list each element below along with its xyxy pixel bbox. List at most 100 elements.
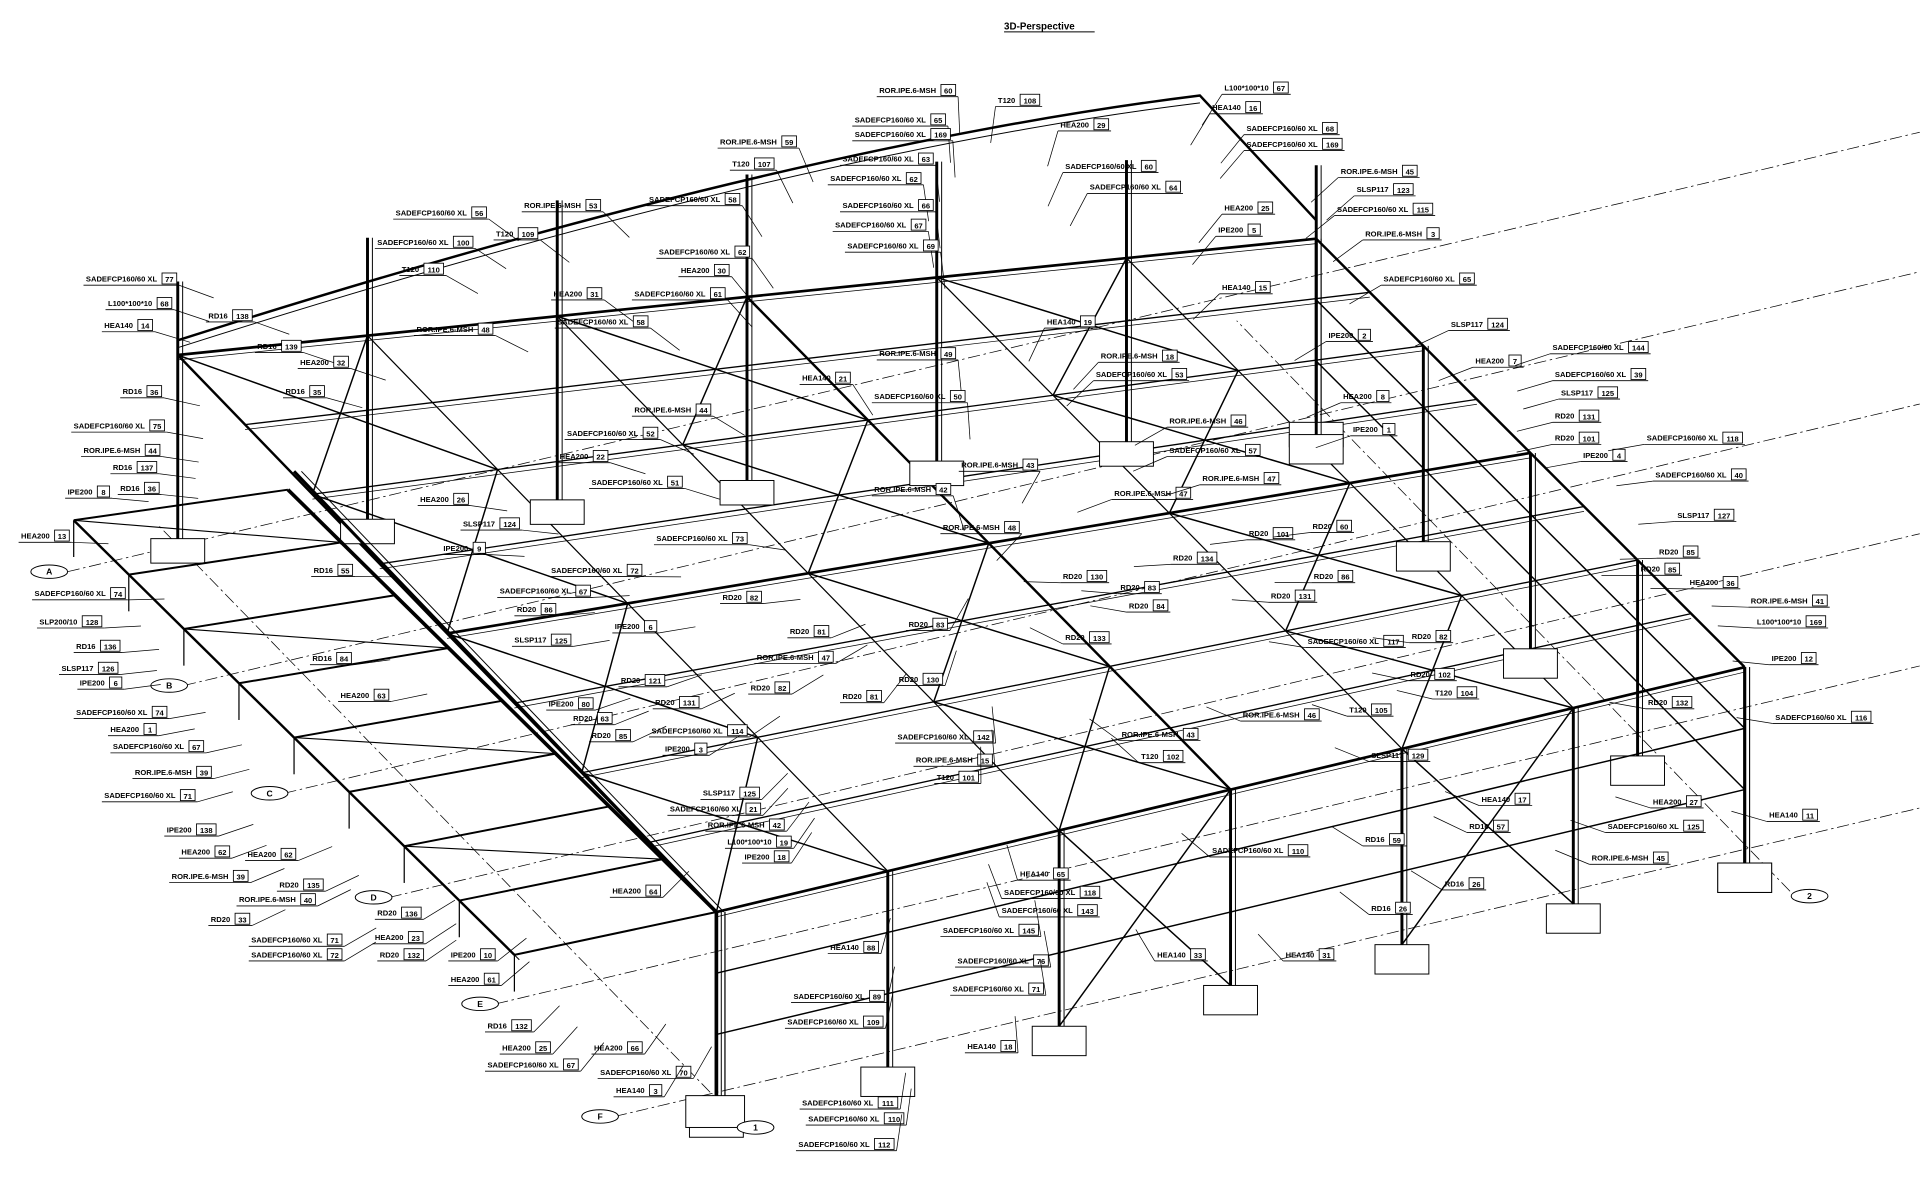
member-number: 124: [503, 520, 516, 529]
member-number-box: [81, 615, 103, 628]
member-number: 101: [1583, 434, 1596, 443]
leader-line: [899, 1072, 907, 1110]
leader-line: [1349, 284, 1382, 305]
leader-line: [991, 706, 997, 744]
member-number-box: [776, 835, 792, 848]
member-number-box: [1389, 833, 1405, 846]
member-number: 67: [192, 743, 200, 752]
member-profile-text: HEA140: [1222, 283, 1251, 292]
lean-to-brace: [404, 845, 663, 860]
leader-line: [885, 992, 894, 1029]
member-number: 36: [150, 388, 158, 397]
member-number-box: [1244, 443, 1261, 456]
member-number-box: [739, 786, 760, 799]
member-number-box: [179, 789, 196, 802]
leader-line: [488, 218, 519, 242]
member-number: 58: [636, 318, 644, 327]
leader-line: [713, 415, 745, 436]
member-number: 48: [481, 325, 489, 334]
member-number-box: [645, 884, 662, 897]
member-profile-text: L100*100*10: [1224, 84, 1268, 93]
roof-brace: [933, 701, 1231, 791]
member-profile-text: ROR.IPE.6-MSH: [1169, 417, 1226, 426]
leader-line: [353, 659, 391, 666]
member-number: 31: [1322, 951, 1330, 960]
member-number: 49: [944, 350, 952, 359]
member-number-box: [1004, 521, 1020, 533]
member-number: 3: [1431, 230, 1435, 239]
member-profile-text: SADEFCP160/60 XL: [842, 155, 914, 164]
member-number: 73: [736, 535, 744, 544]
member-number: 16: [1249, 104, 1257, 113]
member-profile-text: RD16: [208, 311, 227, 320]
member-number-box: [1652, 851, 1669, 864]
member-number-box: [373, 688, 390, 701]
leader-line: [1616, 480, 1653, 487]
member-number-box: [918, 199, 934, 211]
member-number-box: [597, 712, 613, 724]
member-number-box: [110, 587, 126, 600]
member-profile-text: HEA140: [1481, 795, 1510, 804]
footing: [1099, 441, 1154, 467]
member-profile-text: IPE200: [68, 488, 93, 497]
member-number: 109: [867, 1018, 880, 1027]
footing: [1374, 944, 1430, 975]
member-number: 130: [927, 675, 940, 684]
member-number-box: [940, 84, 957, 96]
member-number-box: [1459, 272, 1475, 285]
leader-line: [791, 832, 813, 864]
member-number: 111: [882, 1099, 894, 1108]
leader-line: [423, 899, 456, 920]
leader-line: [425, 923, 457, 945]
leader-line: [122, 648, 160, 653]
member-number: 132: [515, 1022, 528, 1031]
member-number-box: [746, 590, 762, 603]
member-profile-text: RD20: [211, 915, 230, 924]
member-profile-text: SADEFCP160/60 XL: [953, 985, 1025, 994]
member-number-box: [1089, 631, 1110, 644]
member-number: 136: [104, 642, 117, 651]
member-profile-text: SADEFCP160/60 XL: [847, 242, 919, 251]
member-number: 62: [284, 851, 292, 860]
member-number: 57: [1497, 822, 1505, 831]
member-profile-text: HEA200: [110, 725, 139, 734]
member-number-box: [905, 172, 922, 185]
member-profile-text: ROR.IPE.6-MSH: [524, 201, 581, 210]
member-number-box: [1182, 727, 1199, 740]
leader-line: [1043, 930, 1052, 968]
member-number-box: [1402, 164, 1418, 177]
member-number: 61: [714, 290, 722, 299]
leader-line: [1410, 870, 1443, 891]
member-profile-text: HEA200: [1224, 204, 1253, 213]
member-number: 21: [839, 374, 847, 383]
leader-line: [1192, 236, 1217, 265]
member-number-box: [1671, 696, 1693, 709]
leader-line: [762, 787, 789, 816]
member-profile-text: HEA200: [1475, 357, 1504, 366]
member-number: 45: [1657, 854, 1665, 863]
member-number: 39: [200, 769, 208, 778]
